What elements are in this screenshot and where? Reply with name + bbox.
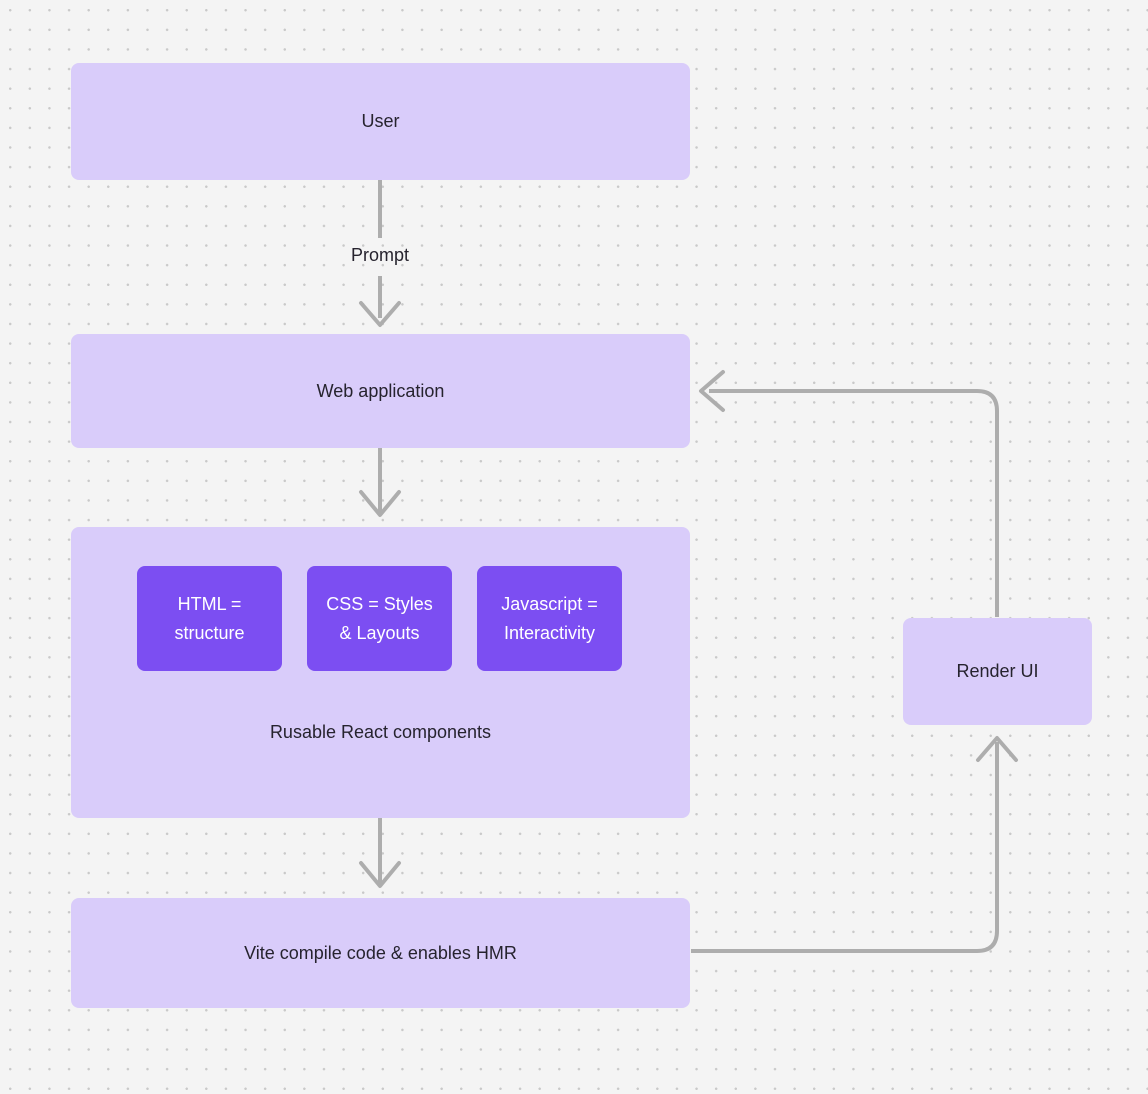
chip-html[interactable]: HTML = structure	[137, 566, 282, 671]
arrowhead-left-render-to-web	[699, 370, 725, 412]
edge-label-prompt-text: Prompt	[350, 245, 410, 265]
arrowhead-down-web-to-components	[359, 490, 401, 517]
arrowhead-down-user-to-web	[359, 301, 401, 327]
chip-css-label: CSS = Styles & Layouts	[326, 593, 433, 643]
node-web-application-label: Web application	[316, 380, 445, 401]
node-web-application[interactable]: Web application	[71, 334, 690, 448]
node-vite[interactable]: Vite compile code & enables HMR	[71, 898, 690, 1008]
chip-javascript[interactable]: Javascript = Interactivity	[477, 566, 622, 671]
arrowhead-up-vite-to-render	[976, 736, 1018, 762]
node-components-group-label: Rusable React components	[71, 720, 690, 744]
chip-html-label: HTML = structure	[174, 593, 245, 643]
node-vite-label: Vite compile code & enables HMR	[244, 942, 517, 963]
edge-vite-to-render-path	[691, 742, 999, 953]
edge-render-to-web-path	[709, 389, 999, 617]
node-user[interactable]: User	[71, 63, 690, 180]
chip-css[interactable]: CSS = Styles & Layouts	[307, 566, 452, 671]
arrowhead-down-components-to-vite	[359, 861, 401, 888]
edge-vite-to-render	[691, 736, 1018, 953]
edge-render-to-web	[699, 370, 999, 617]
node-render-ui-label: Render UI	[956, 661, 1039, 682]
edge-web-to-components	[359, 448, 401, 517]
edge-components-to-vite	[359, 818, 401, 888]
edge-label-prompt: Prompt	[351, 245, 409, 266]
chip-javascript-label: Javascript = Interactivity	[501, 593, 598, 643]
node-user-label: User	[361, 111, 400, 132]
node-components-group[interactable]: HTML = structure CSS = Styles & Layouts …	[71, 527, 690, 818]
node-components-group-label-text: Rusable React components	[269, 722, 492, 742]
node-render-ui[interactable]: Render UI	[903, 618, 1092, 725]
